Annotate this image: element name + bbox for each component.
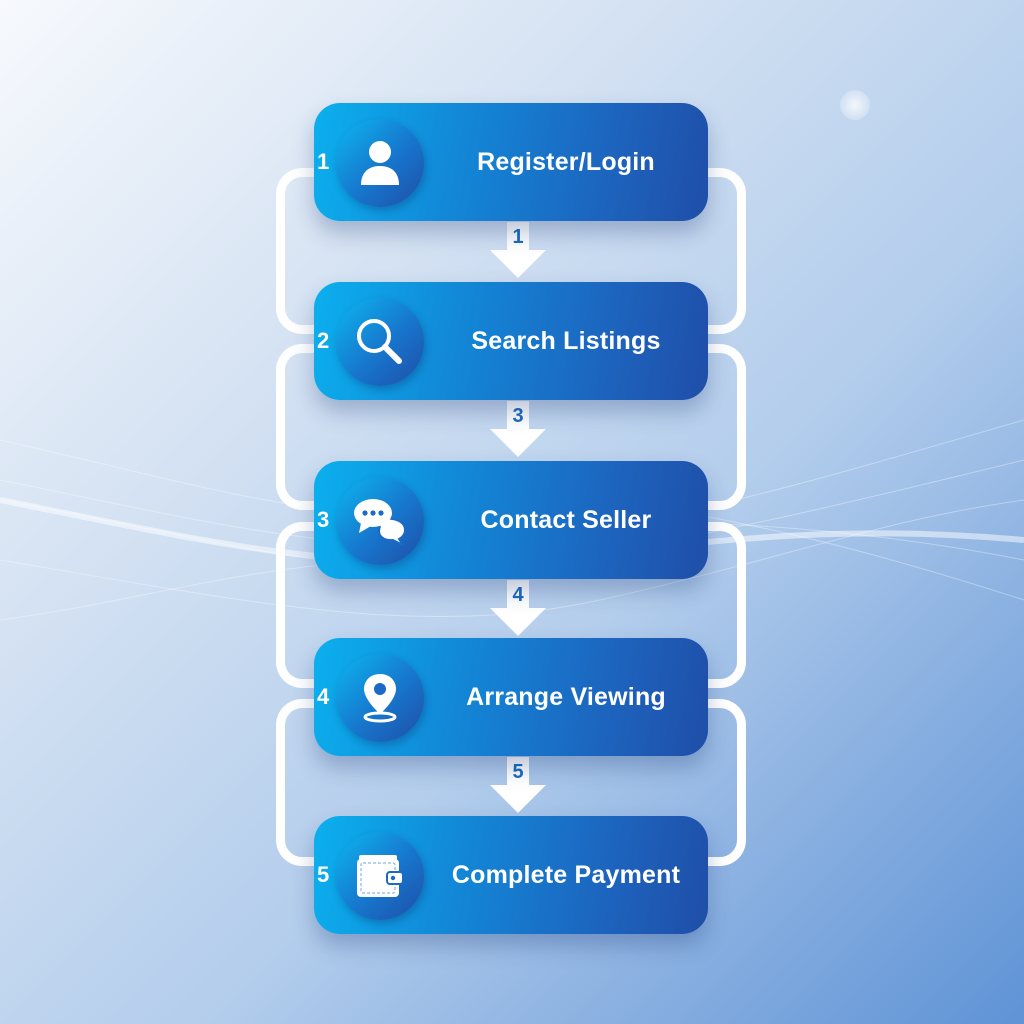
step-contact-seller: 3 Contact Seller xyxy=(314,461,708,579)
step-label: Register/Login xyxy=(477,147,655,176)
arrow-down: 1 xyxy=(490,222,546,278)
connector-right-4-5 xyxy=(702,699,746,866)
step-label: Complete Payment xyxy=(451,860,681,889)
step-register-login: 1 Register/Login xyxy=(314,103,708,221)
connector-left-2-3 xyxy=(276,344,320,510)
step-search-listings: 2 Search Listings xyxy=(314,282,708,400)
connector-right-2-3 xyxy=(702,344,746,510)
connector-left-1-2 xyxy=(276,168,320,334)
connector-left-4-5 xyxy=(276,699,320,866)
user-icon xyxy=(336,119,424,207)
connector-right-1-2 xyxy=(702,168,746,334)
arrow-number: 1 xyxy=(512,226,524,248)
arrow-number: 3 xyxy=(512,405,524,427)
step-number: 3 xyxy=(317,507,330,532)
connector-left-3-4 xyxy=(276,522,320,688)
connector-right-3-4 xyxy=(702,522,746,688)
arrow-number: 4 xyxy=(512,584,524,606)
step-number: 1 xyxy=(317,149,330,174)
step-label: Arrange Viewing xyxy=(466,682,666,711)
wallet-icon xyxy=(336,832,424,920)
step-number: 5 xyxy=(317,862,330,887)
step-number: 2 xyxy=(317,328,330,353)
arrow-down: 5 xyxy=(490,757,546,813)
step-complete-payment: 5 Complete Payment xyxy=(314,816,708,934)
arrow-down: 3 xyxy=(490,401,546,457)
step-label: Contact Seller xyxy=(480,505,652,534)
arrow-down: 4 xyxy=(490,580,546,636)
light-glow xyxy=(840,90,870,120)
arrow-number: 5 xyxy=(512,761,524,783)
chat-bubbles-icon xyxy=(336,477,424,565)
location-pin-icon xyxy=(336,654,424,742)
step-number: 4 xyxy=(317,684,330,709)
search-icon xyxy=(336,298,424,386)
step-label: Search Listings xyxy=(471,326,661,355)
step-arrange-viewing: 4 Arrange Viewing xyxy=(314,638,708,756)
